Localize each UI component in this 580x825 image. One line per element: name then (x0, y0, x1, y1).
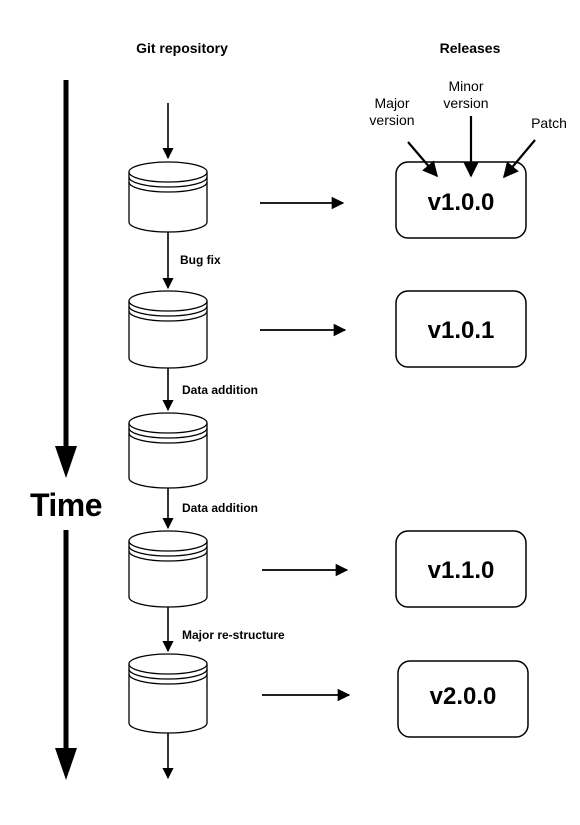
repo-cylinder-5 (128, 653, 208, 734)
repo-cylinder-2 (128, 290, 208, 369)
release-arrows (260, 196, 351, 702)
repo-header: Git repository (136, 40, 228, 56)
repo-cylinder-4 (128, 530, 208, 608)
repo-cylinder-1 (128, 161, 208, 233)
edge-label-data-addition-2: Data addition (182, 501, 259, 515)
release-box-1 (395, 161, 527, 239)
repo-cylinder-3 (128, 412, 208, 489)
patch-pointer-arrow (503, 139, 536, 179)
minor-line-1: Minor (448, 78, 484, 94)
edge-label-major-restructure: Major re-structure (182, 628, 285, 642)
release-version-1: v1.0.0 (427, 189, 495, 216)
edge-label-bug-fix: Bug fix (180, 253, 221, 267)
edge-label-data-addition-1: Data addition (182, 383, 259, 397)
release-version-5: v2.0.0 (429, 683, 497, 710)
release-box-4 (395, 530, 527, 608)
version-part-arrows (407, 116, 536, 179)
major-line-2: version (369, 112, 415, 128)
release-box-5 (397, 660, 529, 738)
release-version-2: v1.0.1 (427, 317, 495, 344)
release-version-4: v1.1.0 (427, 557, 495, 584)
minor-version-annotation: Minor version (443, 78, 488, 112)
minor-line-2: version (443, 95, 489, 111)
release-box-2 (395, 290, 527, 368)
releases-header: Releases (439, 40, 501, 56)
time-arrow (55, 80, 77, 780)
major-pointer-arrow (407, 141, 438, 178)
major-version-annotation: Major version (369, 95, 414, 129)
patch-annotation: Patch (531, 115, 567, 131)
time-label: Time (29, 487, 103, 523)
major-line-1: Major (374, 95, 410, 111)
